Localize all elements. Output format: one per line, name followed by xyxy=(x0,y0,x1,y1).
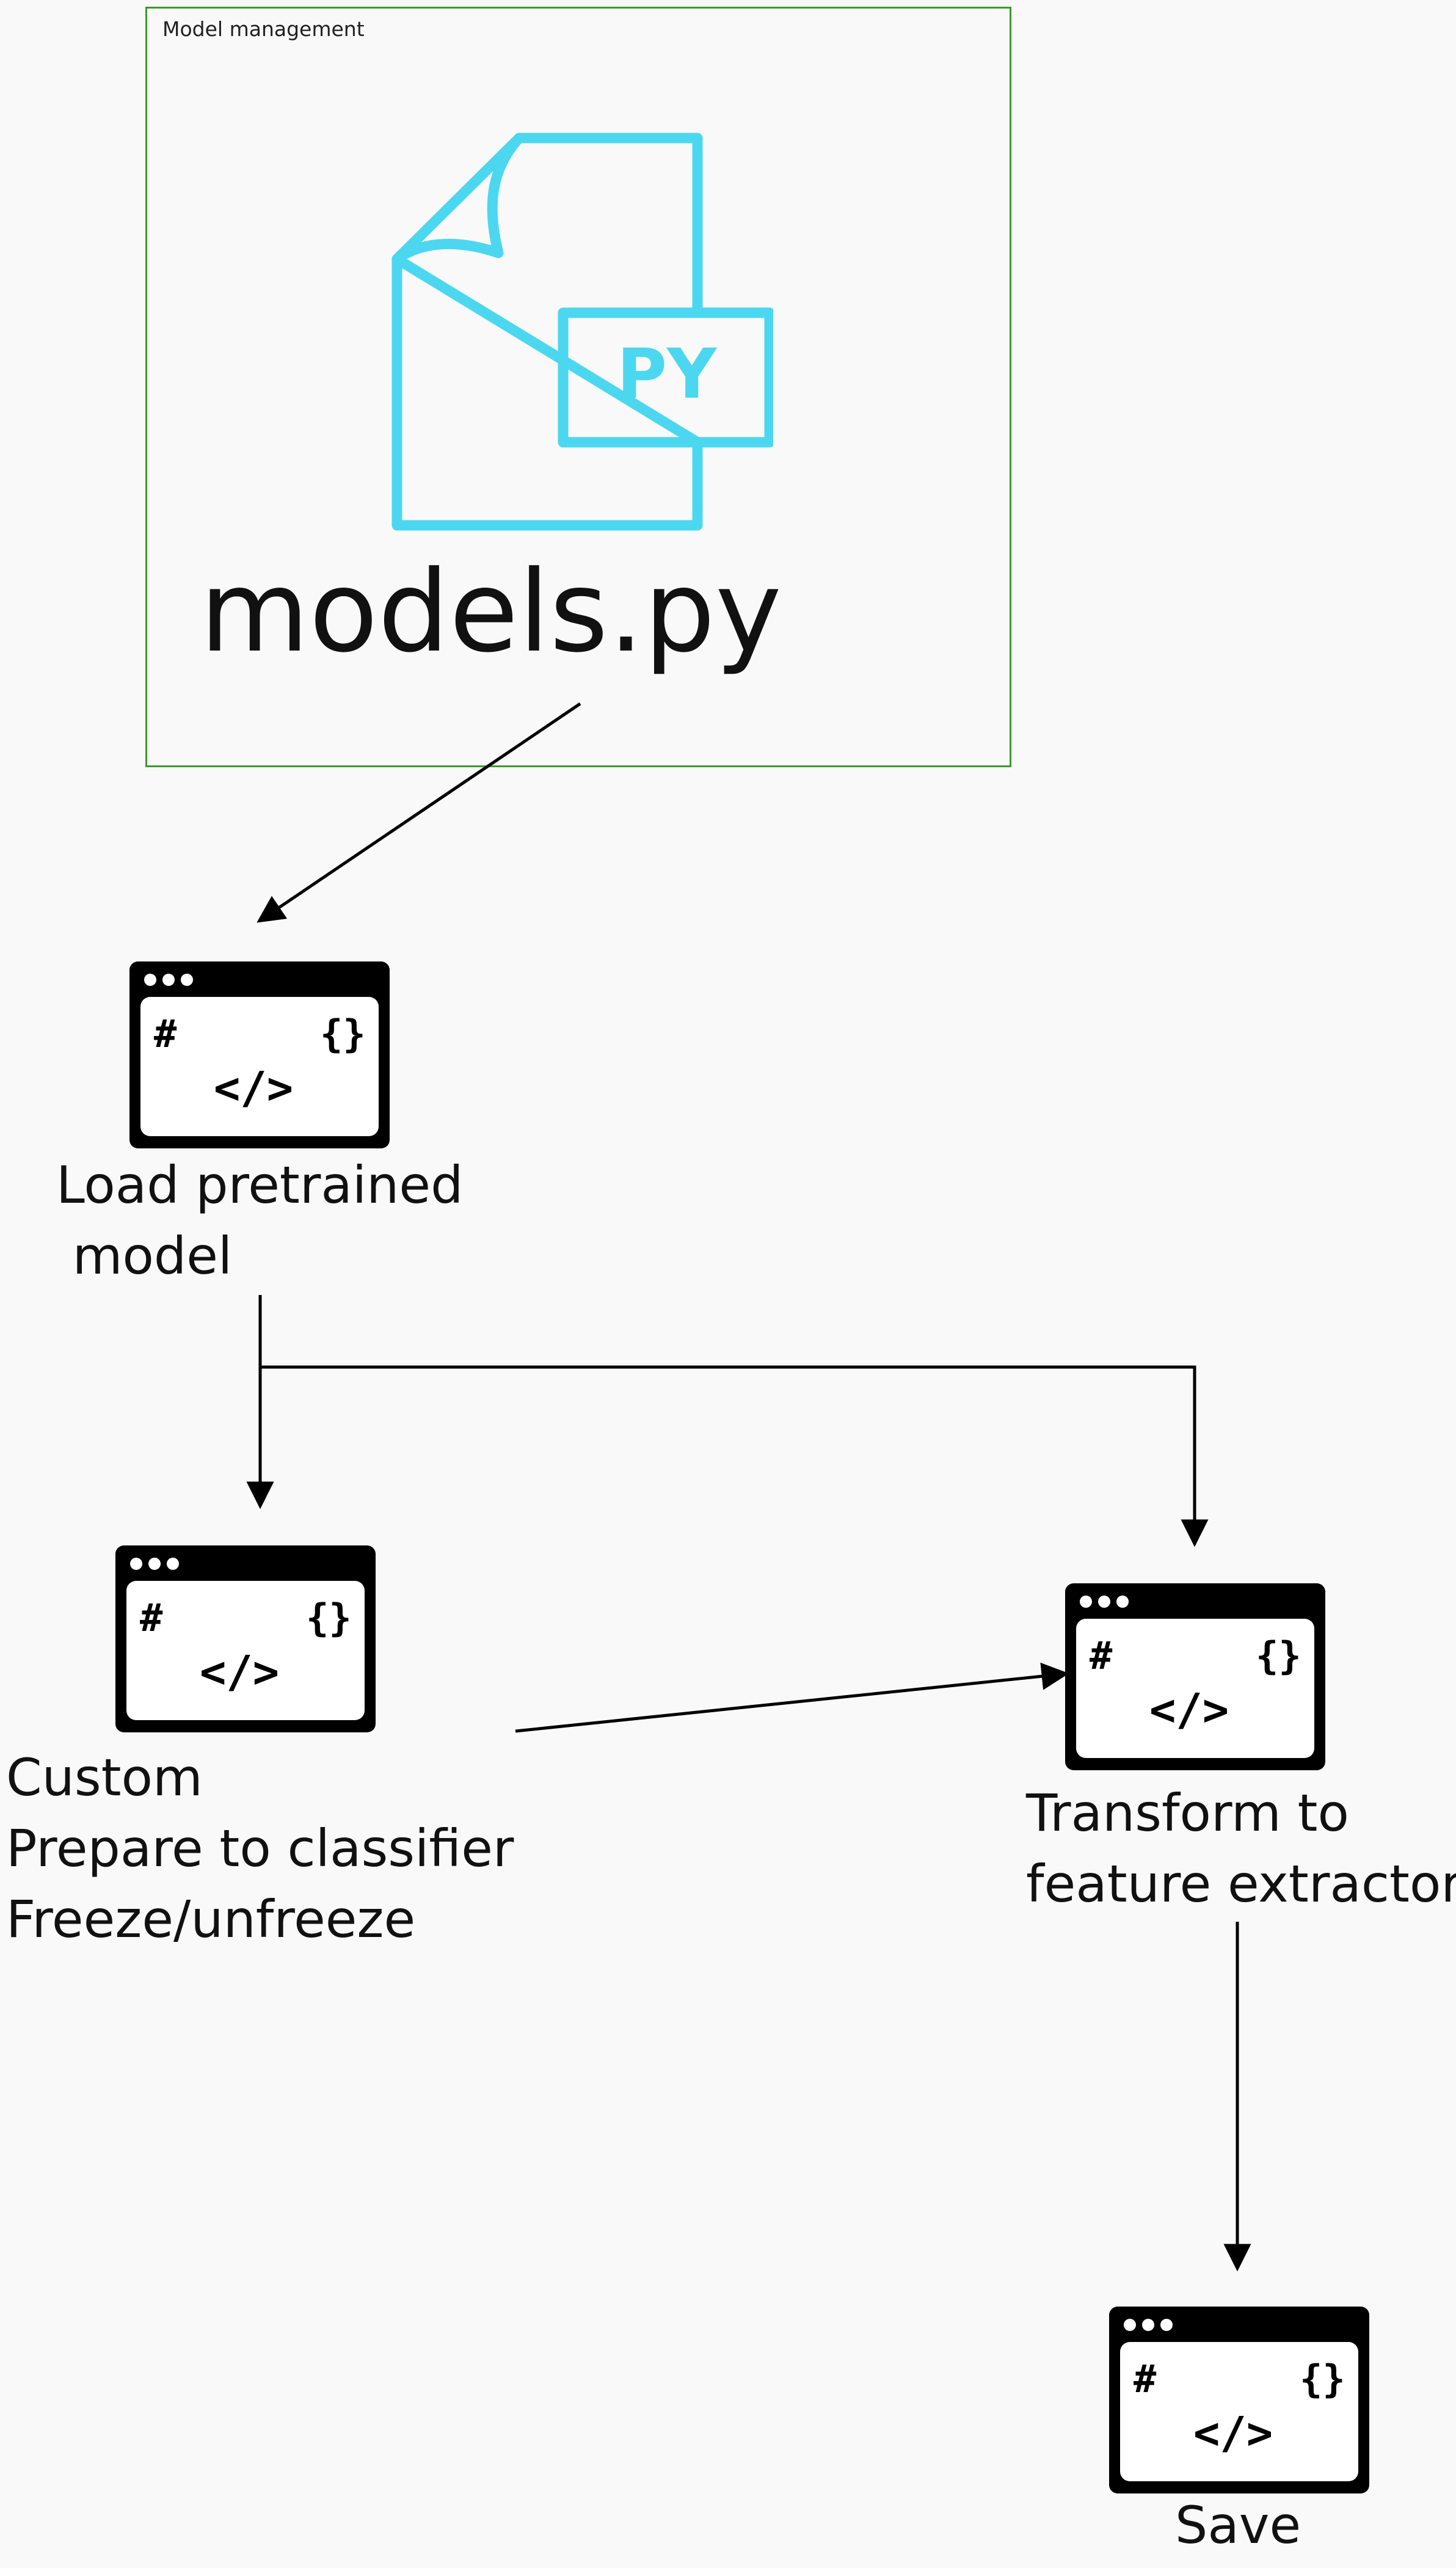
node-load-label: Load pretrained model xyxy=(56,1155,464,1286)
node-custom-label: Custom Prepare to classifier Freeze/unfr… xyxy=(6,1748,514,1949)
node-save-label: Save xyxy=(1175,2495,1301,2555)
node-transform-label: Transform to feature extractor xyxy=(1026,1783,1456,1914)
svg-text:#: # xyxy=(154,1012,177,1056)
svg-text:{}: {} xyxy=(1256,1633,1301,1678)
svg-text:</>: </> xyxy=(1149,1684,1229,1735)
code-window-icon: # {} </> xyxy=(1109,2307,1369,2493)
code-window-icon: # {} </> xyxy=(129,961,390,1148)
svg-text:</>: </> xyxy=(1193,2407,1273,2459)
arrow-load-to-transform xyxy=(260,1365,1209,1547)
file-name: models.py xyxy=(200,547,782,677)
svg-text:</>: </> xyxy=(200,1646,279,1698)
svg-text:</>: </> xyxy=(214,1062,293,1114)
arrow-custom-to-transform xyxy=(515,1662,1069,1733)
svg-text:#: # xyxy=(1090,1633,1113,1678)
svg-text:{}: {} xyxy=(320,1012,366,1056)
svg-text:#: # xyxy=(1134,2357,1157,2401)
svg-text:{}: {} xyxy=(1300,2357,1345,2401)
svg-text:{}: {} xyxy=(306,1596,352,1640)
file-extension: PY xyxy=(617,335,717,414)
code-window-icon: # {} </> xyxy=(1065,1583,1325,1770)
code-window-icon: # {} </> xyxy=(115,1545,376,1732)
python-file-icon xyxy=(391,133,773,531)
group-label: Model management xyxy=(162,17,365,41)
svg-text:#: # xyxy=(140,1596,163,1640)
